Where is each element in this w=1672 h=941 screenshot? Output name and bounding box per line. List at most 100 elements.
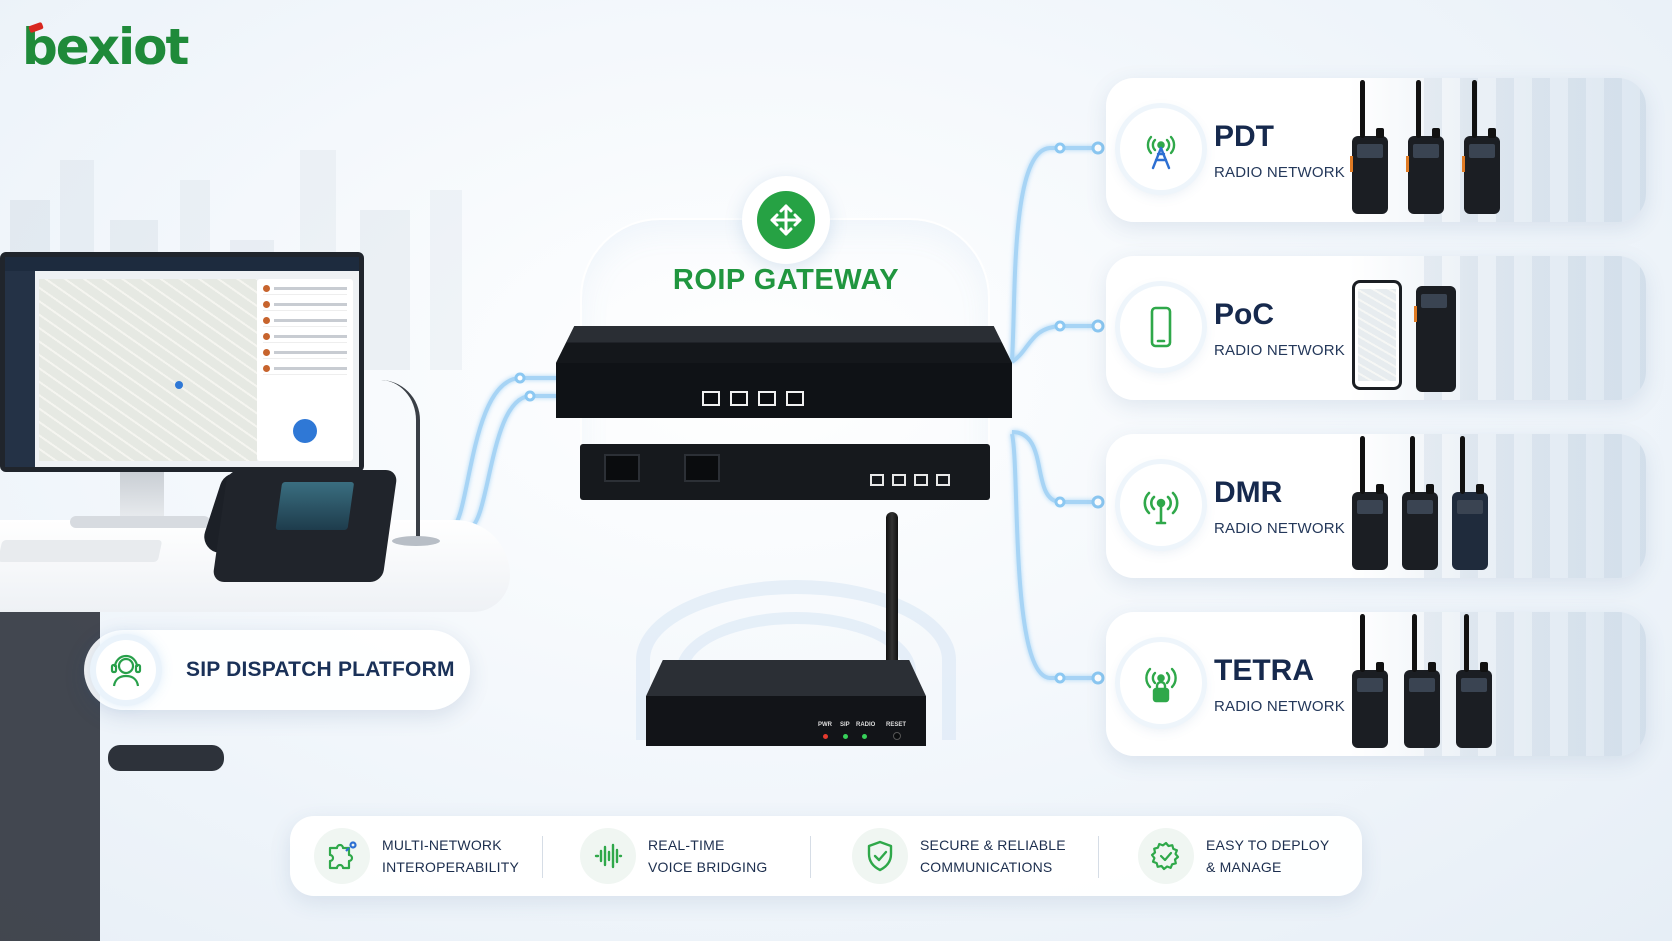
radio-tower-icon [1120,108,1202,190]
network-subtitle: RADIO NETWORK [1214,342,1345,359]
network-subtitle: RADIO NETWORK [1214,698,1345,715]
led-label-sip: SIP [840,722,850,728]
network-card-poc: PoC RADIO NETWORK [1106,256,1646,400]
poc-devices [1352,270,1522,400]
gateway-title: ROIP GATEWAY [672,264,900,296]
divider [1098,836,1099,878]
feature-line2: & MANAGE [1206,859,1282,875]
ethernet-port [892,474,906,486]
ethernet-port [786,391,804,406]
handheld-radio [1352,614,1388,748]
list-item [263,347,347,359]
network-name: PoC [1214,298,1274,331]
sip-dispatch-card: SIP DISPATCH PLATFORM [84,630,470,710]
secure-tower-icon [1120,642,1202,724]
brand-logo: bexiot [22,18,189,76]
phone-screen [275,482,355,530]
poc-radio [1414,286,1456,392]
feature-text: EASY TO DEPLOY & MANAGE [1206,834,1329,878]
screen-map [39,279,257,461]
radio-led [862,734,867,739]
operator-headset-icon [96,640,156,700]
feature-item: SECURE & RELIABLE COMMUNICATIONS [852,828,1066,884]
network-card-pdt: PDT RADIO NETWORK [1106,78,1646,222]
feature-line1: EASY TO DEPLOY [1206,837,1330,853]
handheld-radios [1352,614,1522,756]
reset-button [893,732,901,740]
power-socket [604,454,640,482]
smartphone-device [1352,280,1402,390]
office-chair [0,560,100,941]
feature-line1: REAL-TIME [648,837,725,853]
feature-item: REAL-TIME VOICE BRIDGING [580,828,767,884]
handheld-radios [1350,80,1522,222]
feature-item: EASY TO DEPLOY & MANAGE [1138,828,1329,884]
map-pin-icon [175,381,183,389]
ethernet-port [730,391,748,406]
feature-line1: MULTI-NETWORK [382,837,502,853]
handheld-radio [1402,436,1438,570]
power-socket [684,454,720,482]
roip-radio-unit: PWR SIP RADIO RESET [646,660,926,746]
dispatch-monitor [0,252,364,472]
feature-text: REAL-TIME VOICE BRIDGING [648,834,767,878]
feature-line2: VOICE BRIDGING [648,859,768,875]
feature-text: SECURE & RELIABLE COMMUNICATIONS [920,834,1066,878]
logo-text: bexiot [22,18,189,76]
divider [542,836,543,878]
microphone-base [392,536,440,546]
ethernet-port [914,474,928,486]
network-subtitle: RADIO NETWORK [1214,520,1345,537]
reset-label: RESET [886,722,907,728]
network-subtitle: RADIO NETWORK [1214,164,1345,181]
gateway-badge [742,176,830,264]
monitor-stand-base [70,516,210,528]
handheld-radio [1404,614,1440,748]
screen-sidebar [5,271,35,467]
feature-line1: SECURE & RELIABLE [920,837,1066,853]
handheld-radio [1462,80,1500,214]
feature-item: MULTI-NETWORK INTEROPERABILITY [314,828,519,884]
handheld-radio [1406,80,1444,214]
feature-text: MULTI-NETWORK INTEROPERABILITY [382,834,519,878]
features-bar: MULTI-NETWORK INTEROPERABILITY REAL-TIME… [290,816,1362,896]
monitor-stand [120,472,164,520]
led-label-radio: RADIO [856,722,876,728]
network-name: DMR [1214,476,1283,509]
gooseneck-microphone [380,380,420,540]
feature-line2: INTEROPERABILITY [382,859,520,875]
sip-led [843,734,848,739]
broadcast-antenna-icon [1120,464,1202,546]
smartphone-icon [1120,286,1202,368]
sip-dispatch-label: SIP DISPATCH PLATFORM [186,658,455,681]
network-name: PDT [1214,120,1274,153]
led-label-pwr: PWR [818,722,832,728]
screen-titlebar [5,257,359,271]
radio-antenna [886,512,898,678]
ethernet-port [758,391,776,406]
gateway-front-panel [556,363,1012,418]
keyboard [0,540,163,562]
puzzle-network-icon [314,828,370,884]
list-item [263,299,347,311]
feature-line2: COMMUNICATIONS [920,859,1053,875]
network-name: TETRA [1214,654,1314,687]
shield-check-icon [852,828,908,884]
network-card-tetra: TETRA RADIO NETWORK [1106,612,1646,756]
voice-wave-icon [580,828,636,884]
list-item [263,315,347,327]
gateway-device-rear [580,444,990,500]
chair-armrest [108,745,224,771]
network-card-dmr: DMR RADIO NETWORK [1106,434,1646,578]
handheld-radio [1352,436,1388,570]
list-item [263,363,347,375]
divider [810,836,811,878]
microphone-icon [293,419,317,443]
four-way-arrows-icon [757,191,815,249]
dispatch-screen [5,257,359,467]
handheld-radio [1456,614,1492,748]
ethernet-port [702,391,720,406]
gateway-device-front [556,326,1012,418]
handheld-radio [1350,80,1388,214]
handheld-radios [1352,436,1522,578]
